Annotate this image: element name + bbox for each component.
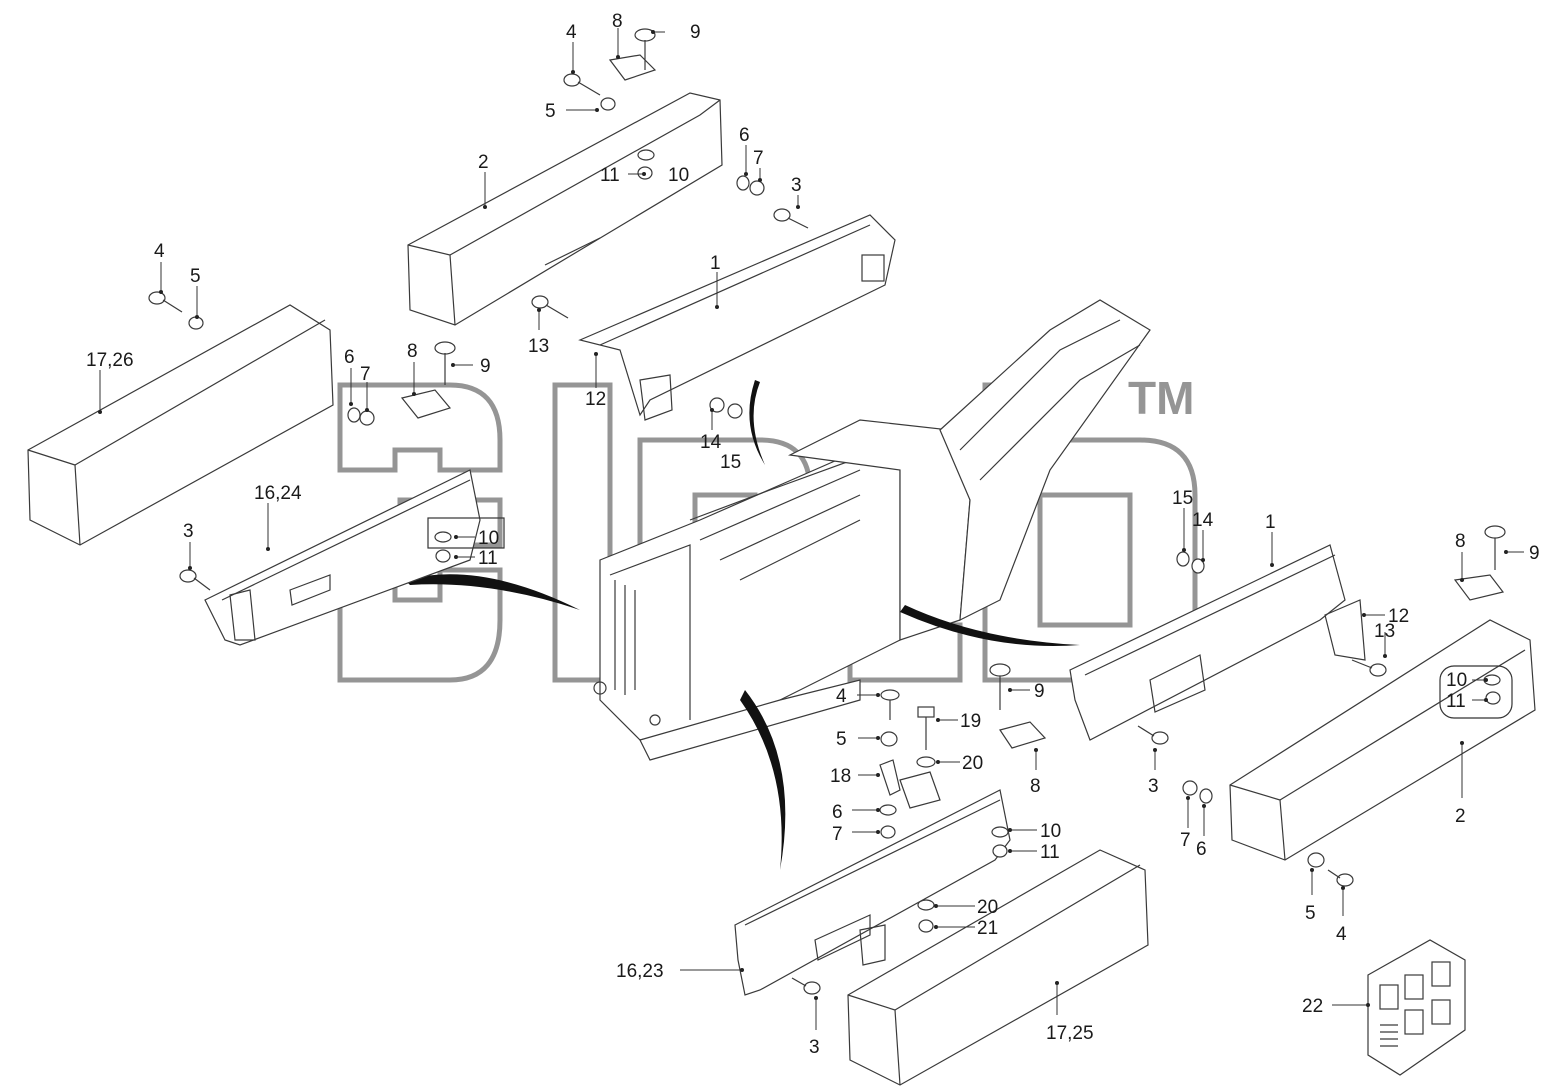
label-10: 10 [668,165,689,186]
label-6: 6 [832,802,843,823]
label-9: 9 [1529,543,1540,564]
label-19: 19 [960,711,981,732]
label-11: 11 [478,548,498,569]
label-3: 3 [791,175,802,196]
label-9: 9 [1034,681,1045,702]
label-17-25: 17,25 [1046,1023,1094,1044]
bracket-left [204,469,481,646]
label-4: 4 [566,22,577,43]
label-3: 3 [1148,776,1159,797]
label-16-23: 16,23 [616,961,664,982]
label-5: 5 [190,266,201,287]
label-20: 20 [962,753,983,774]
label-9: 9 [480,356,491,377]
label-12: 12 [585,389,606,410]
part-labels: 4 8 9 5 2 6 7 11 10 3 1 4 5 17,26 6 7 8 … [86,11,1540,1058]
label-3: 3 [809,1037,820,1058]
trademark-mark: TM [1128,372,1194,424]
label-11: 11 [600,165,620,186]
label-3: 3 [183,521,194,542]
label-8: 8 [407,341,418,362]
label-1: 1 [1265,512,1276,533]
bracket-bottom [734,789,1011,996]
label-8: 8 [1030,776,1041,797]
label-4: 4 [836,686,847,707]
label-2: 2 [478,152,489,173]
leader-lines [98,28,1524,1030]
label-17-26: 17,26 [86,350,134,371]
label-1: 1 [710,253,721,274]
label-7: 7 [753,148,764,169]
label-4: 4 [154,241,165,262]
label-10: 10 [1446,670,1467,691]
guard-left [27,304,334,546]
label-22: 22 [1302,996,1323,1017]
label-8: 8 [612,11,623,32]
label-13: 13 [528,336,549,357]
machine-body [593,299,1151,761]
label-13: 13 [1374,621,1395,642]
label-5: 5 [1305,903,1316,924]
label-15: 15 [720,452,741,473]
bracket-right [1069,544,1366,741]
label-10: 10 [1040,821,1061,842]
label-8: 8 [1455,531,1466,552]
assembly-arrows [405,380,1080,870]
label-21: 21 [977,918,998,939]
label-2: 2 [1455,806,1466,827]
guard-upper [407,92,723,326]
fasteners [148,28,1506,995]
label-5: 5 [545,101,556,122]
label-14: 14 [1192,510,1214,531]
label-9: 9 [690,22,701,43]
label-5: 5 [836,729,847,750]
label-16-24: 16,24 [254,483,302,504]
label-18: 18 [830,766,851,787]
label-7: 7 [1180,830,1191,851]
label-11: 11 [1446,691,1466,712]
label-10: 10 [478,528,499,549]
highlight-boxes [427,517,1513,719]
label-7: 7 [360,364,371,385]
padlock-kit [1367,939,1466,1076]
label-7: 7 [832,824,843,845]
label-11: 11 [1040,842,1060,863]
label-12: 12 [1388,606,1409,627]
guard-bottom [847,849,1149,1086]
label-6: 6 [344,347,355,368]
bracket-upper [578,214,896,421]
label-14: 14 [700,432,722,453]
label-20: 20 [977,897,998,918]
label-6: 6 [739,125,750,146]
label-15: 15 [1172,488,1193,509]
label-6: 6 [1196,839,1207,860]
label-4: 4 [1336,924,1347,945]
guard-right [1229,619,1536,861]
